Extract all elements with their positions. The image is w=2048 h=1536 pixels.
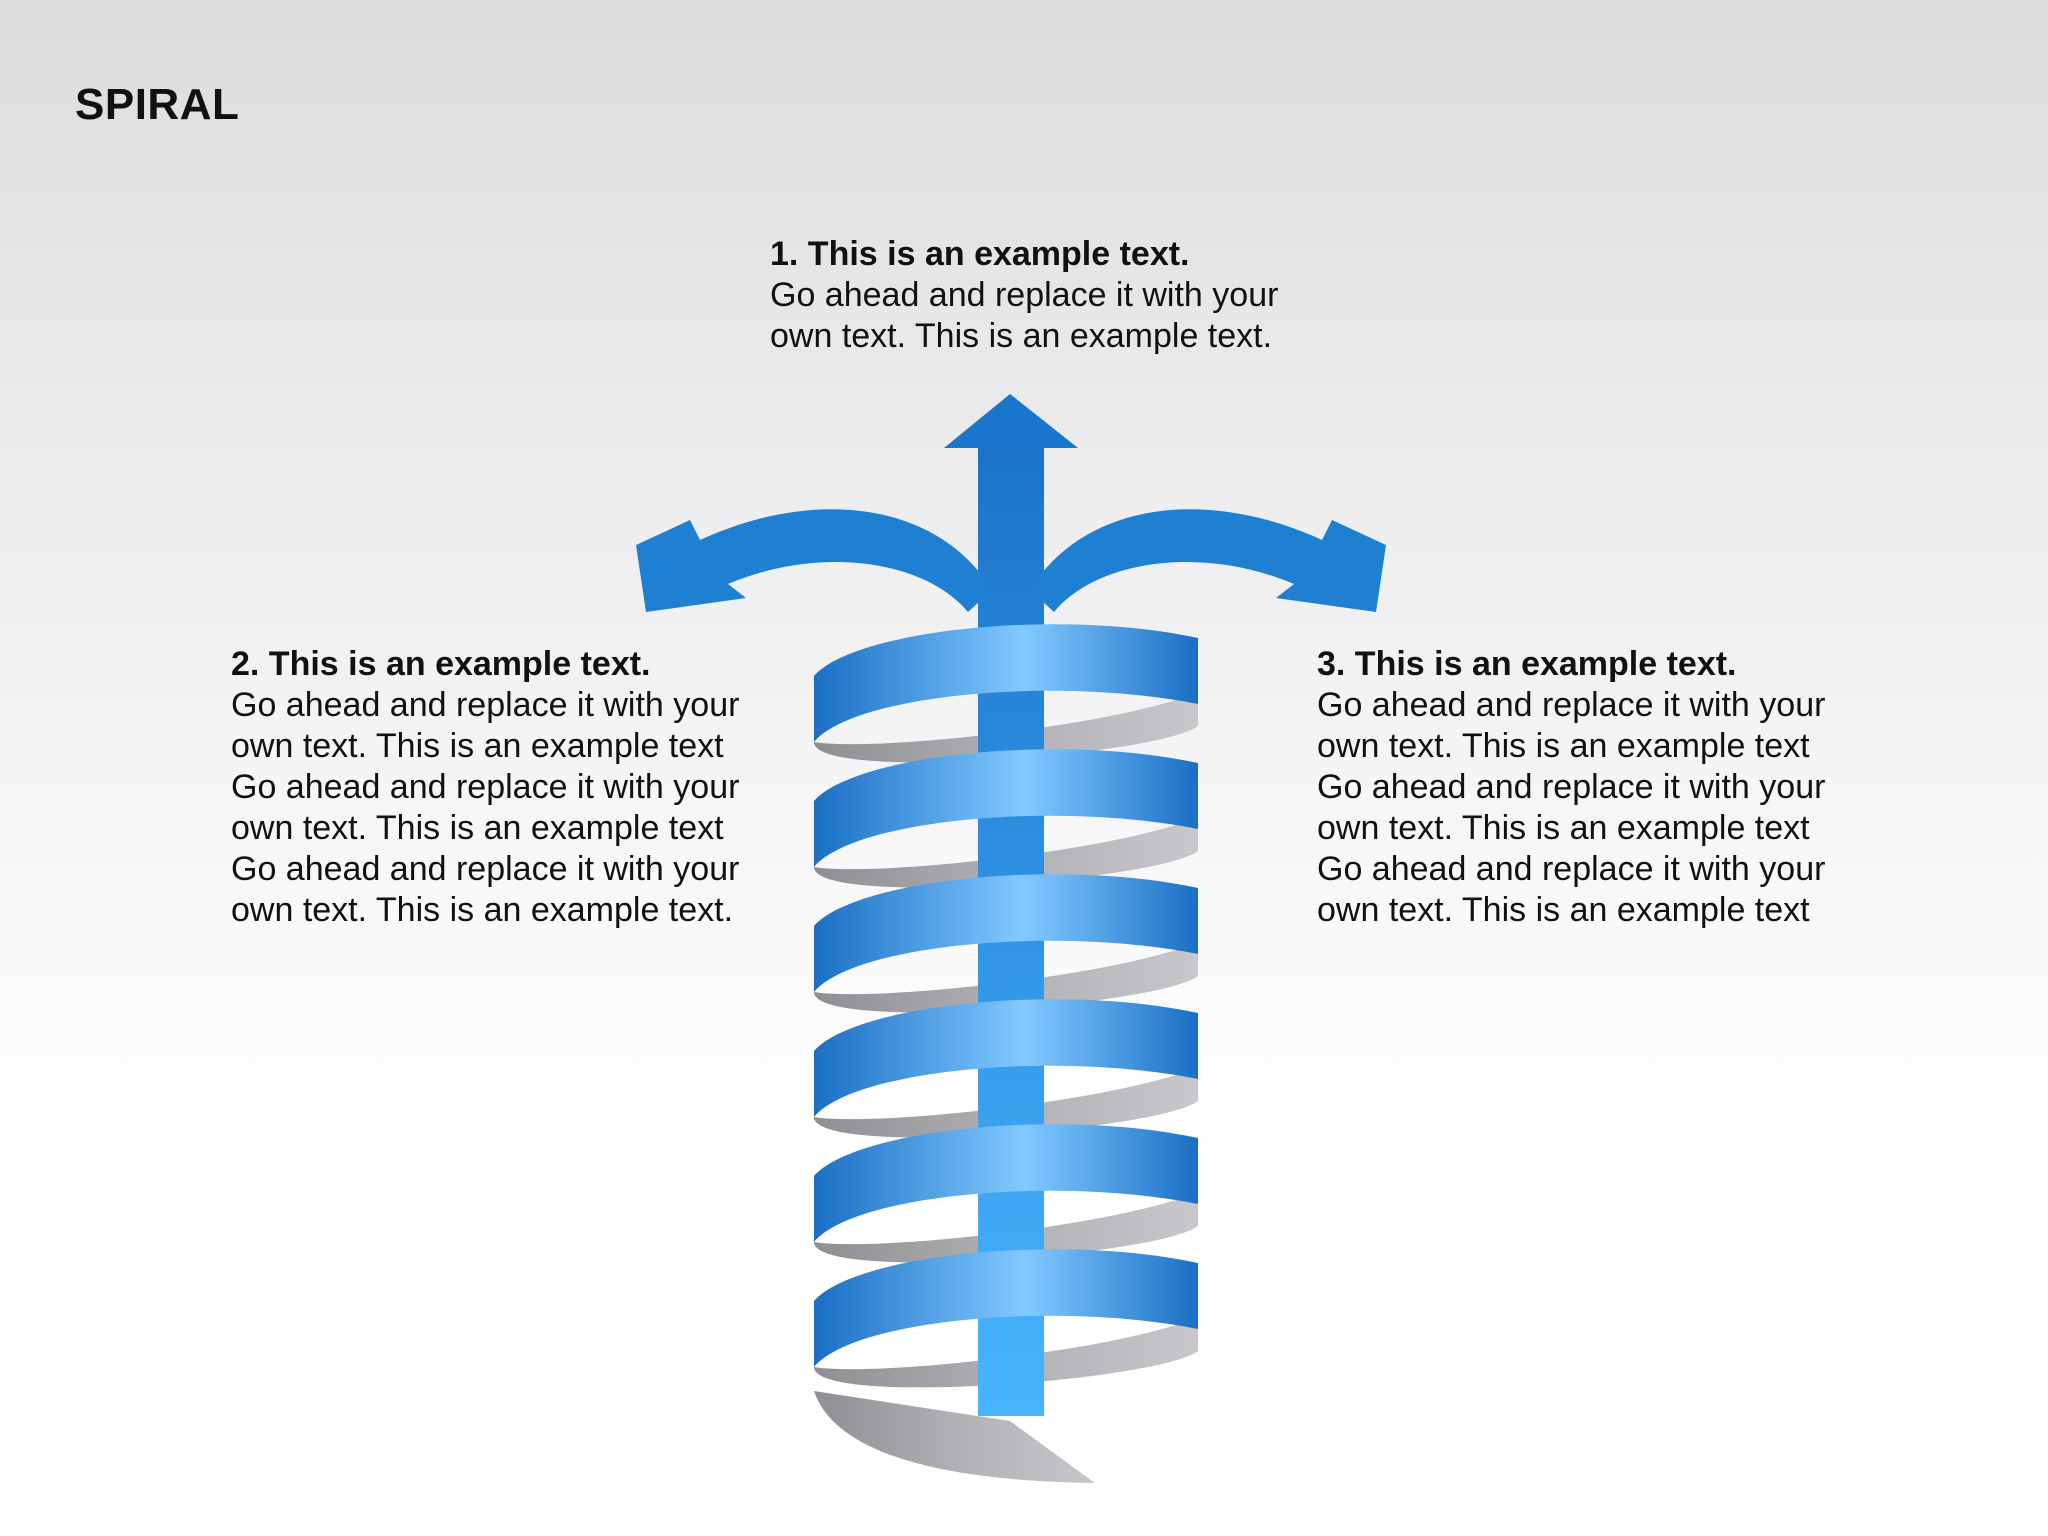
- text-block-3: 3. This is an example text. Go ahead and…: [1317, 644, 1847, 931]
- spiral-shadow-6: [814, 1317, 1198, 1388]
- spiral-band-3: [814, 874, 1198, 992]
- item-1-heading: 1. This is an example text.: [770, 235, 1190, 273]
- left-curved-arrow: [636, 509, 992, 612]
- spiral-shadow-4: [814, 1067, 1198, 1138]
- item-2-heading: 2. This is an example text.: [231, 645, 651, 683]
- up-arrow-head: [944, 394, 1078, 448]
- spiral-shadow-2: [814, 817, 1198, 888]
- text-block-1: 1. This is an example text. Go ahead and…: [770, 234, 1330, 357]
- item-3-body: Go ahead and replace it with your own te…: [1317, 686, 1826, 929]
- spiral-shadow-5: [814, 1192, 1198, 1263]
- item-3-heading: 3. This is an example text.: [1317, 645, 1737, 683]
- spiral-band-6: [814, 1249, 1198, 1367]
- item-2-body: Go ahead and replace it with your own te…: [231, 686, 740, 929]
- spiral-tail-shadow: [814, 1391, 1095, 1483]
- spiral-shadow-1: [814, 692, 1198, 763]
- spiral-band-1: [814, 624, 1198, 742]
- spiral-ribbon: [814, 624, 1198, 1367]
- item-1-body: Go ahead and replace it with your own te…: [770, 276, 1279, 355]
- spiral-band-2: [814, 749, 1198, 867]
- spiral-shadow: [814, 692, 1198, 1483]
- spiral-band-5: [814, 1124, 1198, 1242]
- slide-title: SPIRAL: [75, 80, 240, 129]
- spiral-shadow-3: [814, 942, 1198, 1013]
- right-curved-arrow: [1030, 509, 1386, 612]
- text-block-2: 2. This is an example text. Go ahead and…: [231, 644, 761, 931]
- spiral-band-4: [814, 999, 1198, 1117]
